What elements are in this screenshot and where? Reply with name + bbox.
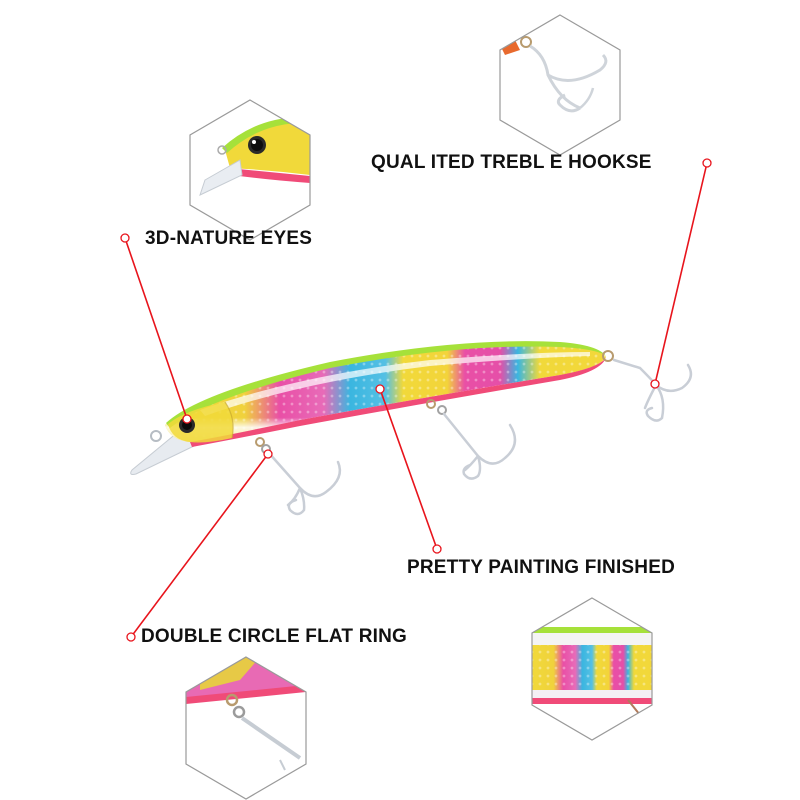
rear-treble-hook [612,358,693,422]
label-3d-nature-eyes: 3D-NATURE EYES [145,228,313,249]
eye-closeup-thumbnail [189,99,311,241]
front-treble-hook [255,437,342,516]
line-tie-ring [150,430,162,442]
callout-line-eyes [120,233,192,424]
label-treble-hooks: QUAL ITED TREBL E HOOKSE [371,152,652,173]
lure-lip [130,431,197,475]
tail-ring [602,350,614,362]
label-double-circle-ring: DOUBLE CIRCLE FLAT RING [141,626,408,647]
hexagon-frame [499,14,621,156]
callout-line-painting [375,384,442,554]
fishing-lure [130,341,614,475]
callout-line-ring [126,449,273,642]
lure-back [166,341,606,428]
hexagon-frame [531,597,653,741]
hexagon-frame [185,656,307,800]
middle-treble-hook [426,399,517,480]
split-ring-closeup-thumbnail [185,656,307,800]
painted-body-closeup-thumbnail [531,597,653,741]
hexagon-frame [189,99,311,241]
lure-belly [190,358,606,447]
label-pretty-painting: PRETTY PAINTING FINISHED [407,557,676,578]
treble-hook-closeup-thumbnail [499,14,621,156]
callout-line-treble-hooks [650,158,712,389]
